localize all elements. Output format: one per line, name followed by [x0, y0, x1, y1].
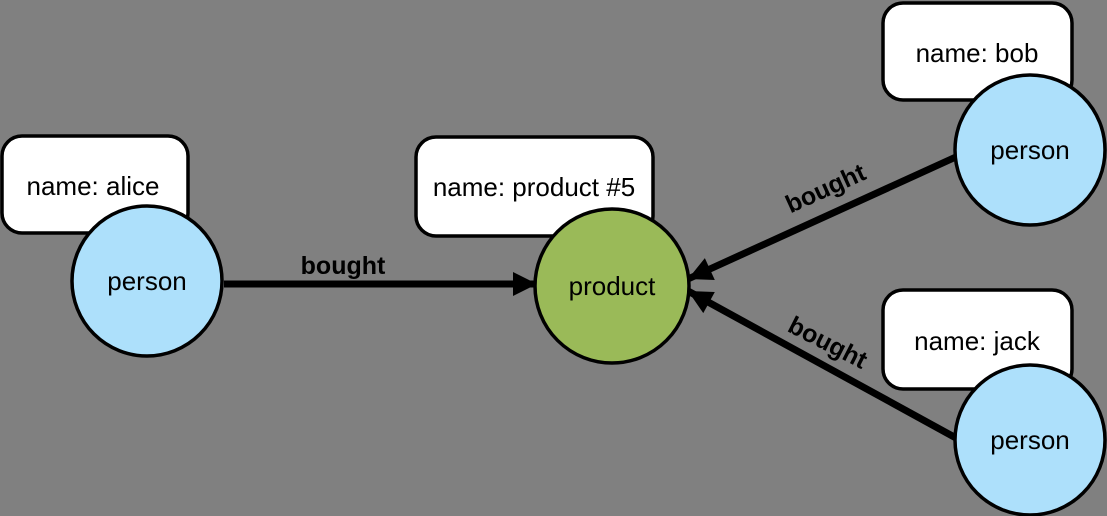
node-jack: person	[953, 363, 1107, 516]
person-node-circle	[953, 363, 1107, 516]
edge-label-bought: bought	[781, 158, 870, 219]
edge-label-bought: bought	[301, 252, 386, 280]
property-text-product: name: product #5	[433, 172, 635, 202]
node-label: person	[990, 135, 1070, 165]
edge-bob-bought-product: bought	[686, 152, 960, 283]
node-alice: person	[70, 204, 224, 358]
edge-alice-bought-product: bought	[224, 252, 537, 296]
product-node-circle	[533, 207, 691, 365]
property-text-alice: name: alice	[27, 171, 160, 201]
person-node-circle	[70, 204, 224, 358]
edge-line	[686, 287, 958, 442]
node-label: person	[990, 425, 1070, 455]
property-text-jack: name: jack	[914, 326, 1041, 356]
person-node-circle	[953, 73, 1107, 227]
edge-line	[686, 152, 960, 283]
node-label: person	[107, 266, 187, 296]
node-label: product	[569, 271, 656, 301]
node-bob: person	[953, 73, 1107, 227]
property-text-bob: name: bob	[916, 38, 1039, 68]
node-product: product	[533, 207, 691, 365]
